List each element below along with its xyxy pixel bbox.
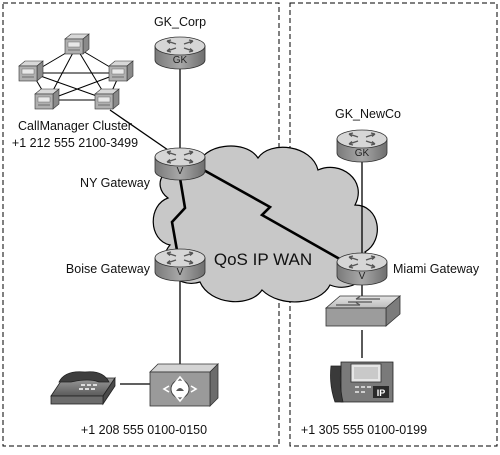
- boise-gateway-badge: V: [177, 267, 184, 278]
- gk-corp-badge: GK: [173, 55, 188, 66]
- callmanager-cluster: [18, 33, 134, 110]
- gk-newco-router-icon: GK: [336, 129, 388, 163]
- cluster-server-icon: [108, 60, 134, 82]
- ip-phone-badge: IP: [377, 388, 386, 398]
- wan-links: [170, 166, 346, 264]
- miami-number-range: +1 305 555 0100-0199: [301, 423, 427, 437]
- boise-gateway-label: Boise Gateway: [66, 262, 151, 276]
- gk-corp-label: GK_Corp: [154, 15, 206, 29]
- analog-phone-icon: [50, 371, 116, 406]
- miami-gateway-router-icon: V: [336, 252, 388, 286]
- cluster-server-icon: [18, 60, 44, 82]
- callmanager-cluster-label: CallManager Cluster: [18, 119, 132, 133]
- wan-label: QoS IP WAN: [214, 250, 312, 269]
- boise-number-range: +1 208 555 0100-0150: [81, 423, 207, 437]
- ny-gateway-badge: V: [177, 166, 184, 177]
- serial-ny-boise: [170, 177, 187, 257]
- switch-icon: [324, 295, 402, 327]
- cluster-server-icon: [34, 88, 60, 110]
- callmanager-number-range: +1 212 555 2100-3499: [12, 136, 138, 150]
- boise-gateway-router-icon: V: [154, 248, 206, 282]
- gk-newco-badge: GK: [355, 148, 370, 159]
- cluster-server-icon: [94, 88, 120, 110]
- miami-gateway-badge: V: [359, 271, 366, 282]
- link-cluster-ny: [109, 109, 169, 151]
- voice-module-icon: [149, 363, 219, 407]
- newco-region-border: [289, 2, 498, 447]
- serial-ny-miami: [199, 166, 346, 264]
- ny-gateway-router-icon: V: [154, 147, 206, 181]
- ny-gateway-label: NY Gateway: [80, 176, 151, 190]
- cluster-server-icon: [64, 33, 90, 55]
- wan-cloud: [152, 145, 378, 303]
- ip-phone-icon: IP: [330, 361, 394, 403]
- gk-corp-router-icon: GK: [154, 36, 206, 70]
- miami-gateway-label: Miami Gateway: [393, 262, 480, 276]
- gk-newco-label: GK_NewCo: [335, 107, 401, 121]
